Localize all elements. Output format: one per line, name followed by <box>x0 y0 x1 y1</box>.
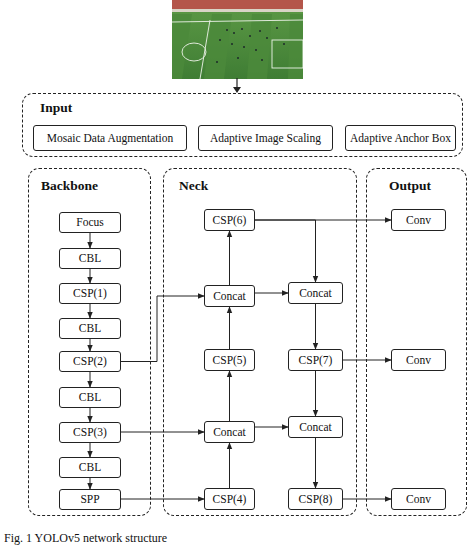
layer-box: Conv <box>391 209 446 231</box>
process-box: Adaptive Anchor Box <box>345 125 456 151</box>
box-label: Focus <box>76 216 103 228</box>
photo-arrow <box>230 78 244 94</box>
box-label: SPP <box>80 493 99 505</box>
box-label: CSP(7) <box>299 354 333 366</box>
layer-box: Conv <box>391 349 446 371</box>
layer-box: Concat <box>288 416 343 438</box>
layer-box: Focus <box>59 212 121 233</box>
layer-box: CSP(2) <box>59 351 121 372</box>
flow-arrow <box>121 432 204 433</box>
flow-arrow <box>90 372 91 387</box>
flow-arrow <box>343 499 391 500</box>
layer-box: CSP(4) <box>204 488 255 510</box>
layer-box: CBL <box>59 248 121 269</box>
flow-arrow <box>315 304 316 349</box>
group-heading: Output <box>389 179 431 193</box>
box-label: Mosaic Data Augmentation <box>47 132 173 144</box>
group-heading: Neck <box>179 179 208 193</box>
output-group: OutputConvConvConv <box>366 168 467 516</box>
box-label: CSP(1) <box>73 287 107 299</box>
flow-arrow <box>90 339 91 351</box>
box-label: Adaptive Anchor Box <box>350 132 451 144</box>
layer-box: CBL <box>59 387 121 408</box>
field-photo <box>172 0 303 79</box>
flow-arrow <box>255 293 288 294</box>
layer-box: CBL <box>59 457 121 478</box>
layer-box: Conv <box>391 488 446 510</box>
flow-arrow <box>229 231 230 285</box>
box-label: Concat <box>299 287 332 299</box>
box-label: Adaptive Image Scaling <box>210 132 321 144</box>
flow-arrow <box>315 438 316 488</box>
box-label: CSP(6) <box>213 214 247 226</box>
layer-box: Concat <box>204 285 255 307</box>
box-label: CSP(3) <box>73 426 107 438</box>
neck-group: NeckCSP(6)ConcatConcatCSP(5)CSP(7)Concat… <box>163 168 357 516</box>
group-heading: Backbone <box>41 179 98 193</box>
group-heading: Input <box>40 101 72 115</box>
flow-arrow <box>90 408 91 422</box>
box-label: CBL <box>79 391 101 403</box>
box-label: CSP(4) <box>213 493 247 505</box>
box-label: Concat <box>213 290 246 302</box>
box-label: Concat <box>213 426 246 438</box>
flow-arrow <box>90 443 91 457</box>
box-label: Conv <box>406 214 431 226</box>
flow-arrow <box>229 307 230 349</box>
layer-box: CSP(7) <box>288 349 343 371</box>
layer-box: CSP(6) <box>204 209 255 231</box>
flow-arrow <box>90 269 91 283</box>
process-box: Adaptive Image Scaling <box>198 125 333 151</box>
box-label: Conv <box>406 354 431 366</box>
layer-box: Concat <box>204 421 255 443</box>
layer-box: CSP(1) <box>59 283 121 304</box>
figure-caption: Fig. 1 YOLOv5 network structure <box>4 532 167 544</box>
layer-box: CSP(3) <box>59 422 121 443</box>
box-label: CSP(8) <box>299 493 333 505</box>
flow-arrow <box>255 220 391 221</box>
flow-arrow <box>90 304 91 318</box>
box-label: CBL <box>79 252 101 264</box>
flow-arrow <box>121 296 204 362</box>
layer-box: CBL <box>59 318 121 339</box>
input-group: InputMosaic Data Augmentation Adaptive Im… <box>22 93 463 157</box>
process-box: Mosaic Data Augmentation <box>33 125 187 151</box>
box-label: CBL <box>79 461 101 473</box>
layer-box: CSP(8) <box>288 488 343 510</box>
layer-box: Concat <box>288 282 343 304</box>
box-label: CSP(5) <box>213 354 247 366</box>
flow-arrow <box>90 478 91 489</box>
backbone-group: BackboneFocusCBL CSP(1) CBL CSP(2) CBL CSP(3)… <box>28 168 151 516</box>
layer-box: CSP(5) <box>204 349 255 371</box>
flow-arrow <box>255 427 288 428</box>
flow-arrow <box>90 233 91 248</box>
box-label: CSP(2) <box>73 355 107 367</box>
flow-arrow <box>315 371 316 416</box>
layer-box: SPP <box>59 489 121 510</box>
box-label: Conv <box>406 493 431 505</box>
flow-arrow <box>229 371 230 421</box>
flow-arrow <box>229 443 230 488</box>
box-label: CBL <box>79 322 101 334</box>
flow-arrow <box>121 499 204 500</box>
flow-arrow <box>255 220 316 282</box>
box-label: Concat <box>299 421 332 433</box>
flow-arrow <box>343 360 391 361</box>
